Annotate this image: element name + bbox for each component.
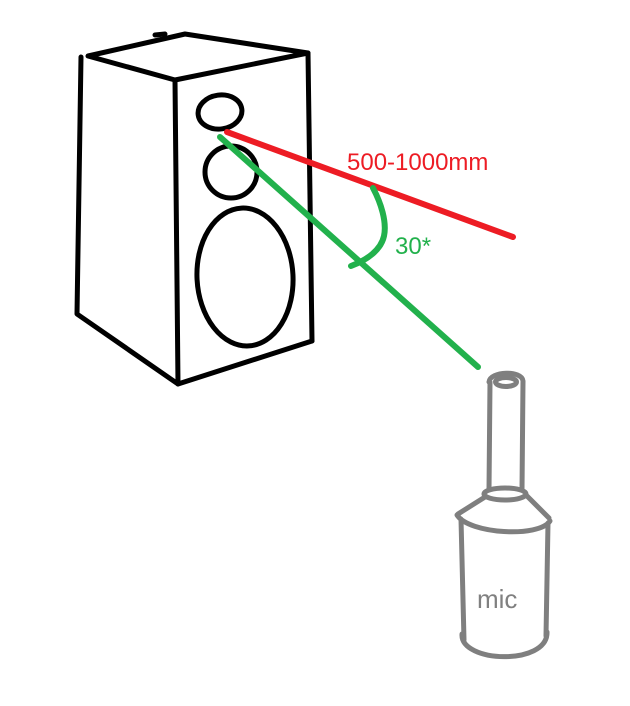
speaker-top-face [85,31,311,83]
distance-label: 500-1000mm [347,149,488,176]
distance-line [224,129,516,240]
angle-line [217,134,481,370]
midrange-ellipse [202,143,260,201]
speaker-drawing [74,31,315,387]
speaker-bottom-front-edge [175,338,315,387]
mic-neck [486,370,526,493]
mic-shoulder [455,492,552,521]
angle-arc [348,185,388,269]
speaker-right-edge [305,50,315,344]
mic-drawing [454,370,553,660]
mic-body [454,512,553,660]
speaker-stray-mark [152,31,168,38]
angle-label: 30* [395,233,431,260]
mic-opening-ellipse [493,375,519,389]
speaker-left-outline [74,54,181,387]
angle-drawing [217,134,481,370]
mic-label: mic [477,584,517,614]
mic-collar-ellipse [481,485,529,503]
tweeter-ellipse [195,92,245,132]
woofer-ellipse [194,205,296,349]
